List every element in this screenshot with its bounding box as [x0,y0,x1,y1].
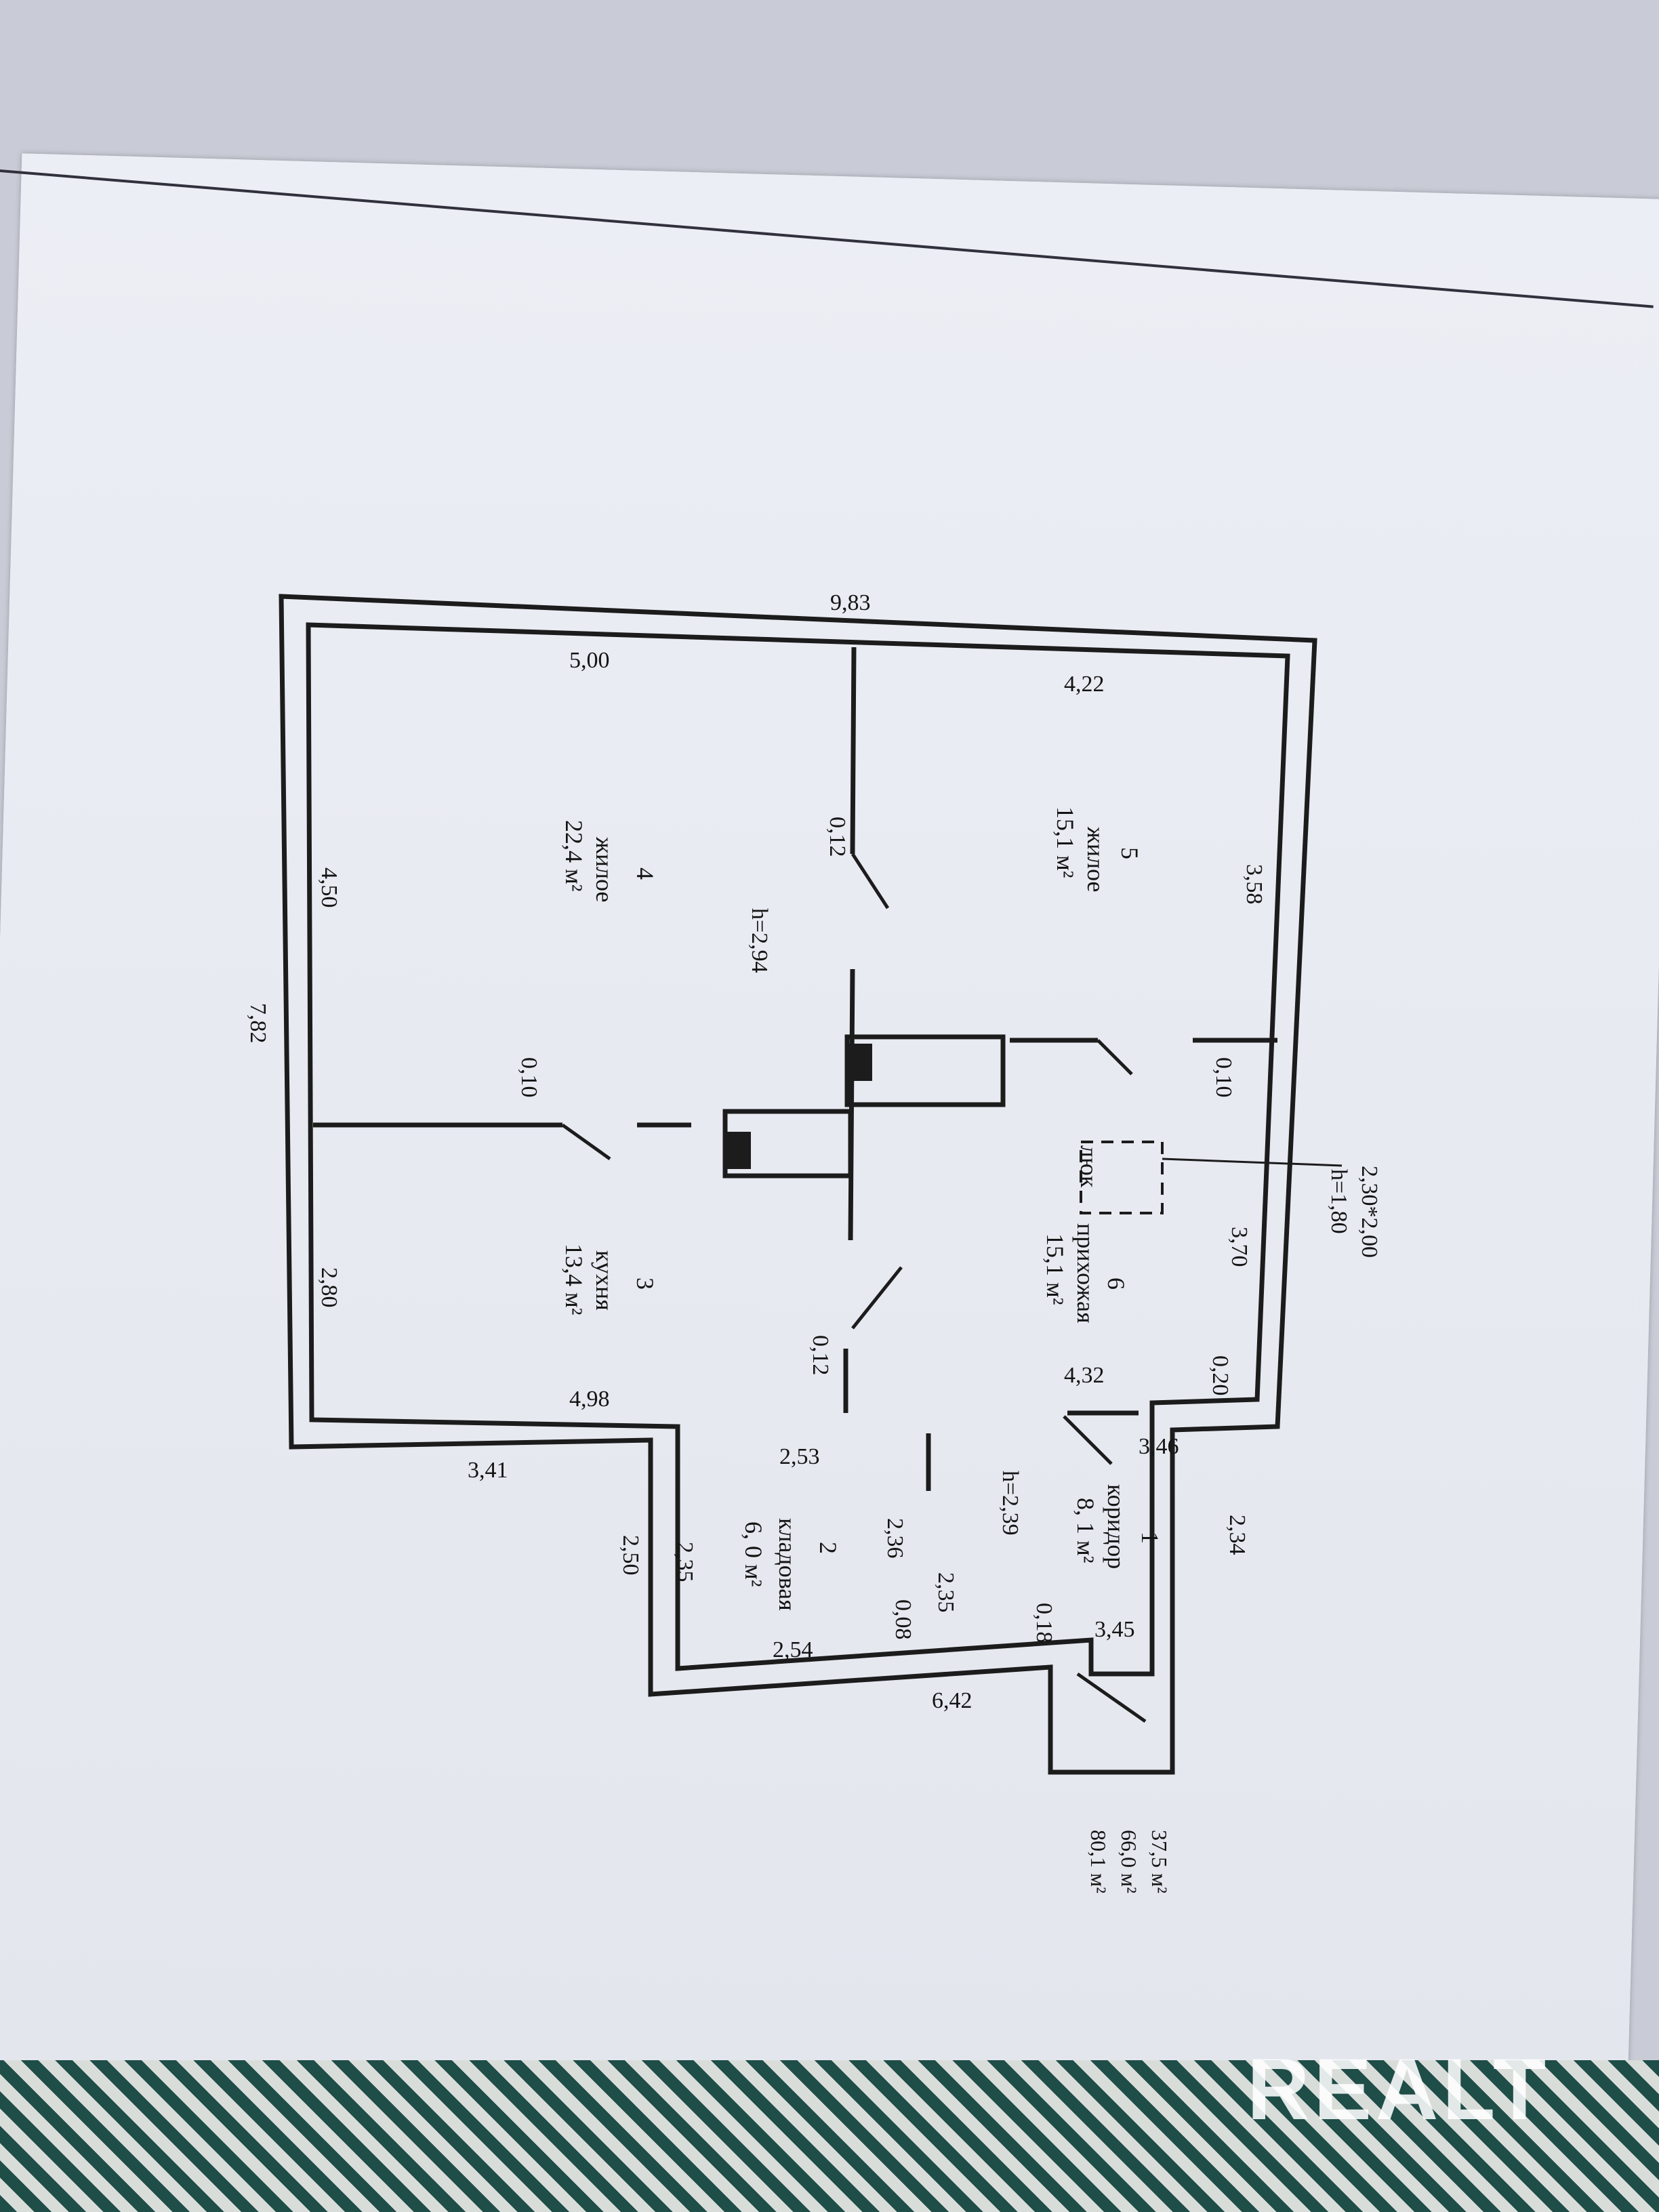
room-4-area: 22,4 м² [560,820,588,892]
room-1-number: 1 [1136,1532,1164,1544]
room-4-number: 4 [632,867,659,880]
stove-mark-lower [727,1132,751,1169]
room-3-area: 13,4 м² [560,1244,588,1315]
door-swing-entry [1076,1672,1147,1723]
dim-r2-left: 2,35 [672,1542,697,1582]
dim-r2-bottom: 2,54 [773,1637,813,1662]
room-6-area: 15,1 м² [1042,1233,1069,1305]
total-area-2: 66,0 м² [1117,1830,1141,1893]
room-6-name: прихожая [1072,1223,1099,1324]
room-1-area: 8, 1 м² [1072,1498,1099,1563]
stove-upper [844,1034,1006,1107]
carpet-background [0,2060,1659,2212]
room-4-name: жилое [591,836,618,903]
hatch-height: h=1,80 [1326,1169,1351,1234]
dim-main-height: h=2,94 [747,908,772,973]
room-2-label: 2 кладовая 6, 0 м² [740,1518,842,1611]
door-swing-corridor [1063,1415,1113,1465]
room-5-number: 5 [1116,847,1143,859]
door-swings [561,853,1147,1723]
hatch-size: 2,30*2,00 [1357,1166,1382,1258]
dim-r6-side: 3,70 [1227,1227,1252,1267]
door-swing-6-3 [851,1266,903,1330]
room-5-area: 15,1 м² [1052,806,1079,878]
dim-r2-right: 2,36 [882,1518,907,1559]
door-swing-5-6 [1097,1039,1133,1076]
walls [279,594,1343,1775]
dim-r1-height: h=2,39 [998,1471,1023,1536]
room-2-name: кладовая [774,1518,801,1611]
dim-r4-top: 5,00 [569,648,610,673]
dim-r4-wall: 0,12 [825,817,850,857]
total-area-1: 37,5 м² [1147,1830,1172,1893]
dim-r5-top: 4,22 [1064,672,1105,697]
dimension-labels: 9,83 5,00 4,22 0,12 3,58 4,50 7,82 h=2,9… [245,590,1267,1713]
dim-r3-side: 2,80 [316,1267,342,1308]
room-5-label: 5 жилое 15,1 м² [1052,806,1143,893]
dim-r2-wall: 0,08 [890,1599,916,1640]
area-totals: 37,5 м² 66,0 м² 80,1 м² [1086,1830,1172,1893]
dim-ext-left: 3,41 [468,1458,508,1483]
stove-lower [722,1109,853,1179]
door-swing-4-3 [561,1123,611,1161]
dim-r1-wall: 0,18 [1031,1603,1057,1643]
room-3-label: 3 кухня 13,4 м² [560,1244,659,1315]
dim-r6-bottom: 4,32 [1064,1363,1105,1388]
room-4-label: 4 жилое 22,4 м² [560,820,659,903]
total-area-3: 80,1 м² [1086,1830,1111,1893]
room-2-area: 6, 0 м² [740,1521,767,1587]
outer-wall-inner [306,622,1290,1677]
dim-r4-wall2: 0,10 [516,1057,541,1098]
room-6-number: 6 [1103,1277,1130,1290]
dim-r5-wall: 0,10 [1211,1057,1236,1098]
hatch-note: 2,30*2,00 h=1,80 [1326,1166,1382,1258]
room-5-name: жилое [1082,826,1109,893]
room-6-label: 6 люк прихожая 15,1 м² [1042,1145,1130,1324]
dim-r1-side: 2,34 [1225,1515,1250,1555]
dim-r1-bottom: 3,45 [1094,1617,1135,1642]
dim-overall-depth: 7,82 [245,1003,270,1044]
hatch-leader [1162,1158,1343,1167]
room-labels: 4 жилое 22,4 м² 5 жилое 15,1 м² 6 люк пр… [560,806,1164,1611]
hatch-outline [1080,1141,1164,1214]
dim-overall-width: 9,83 [830,590,871,615]
room-1-name: коридор [1103,1484,1130,1569]
room-3-number: 3 [632,1277,659,1290]
dim-r4-side: 4,50 [316,867,342,908]
room-1-label: 1 коридор 8, 1 м² [1072,1484,1164,1569]
dim-r2-left-outer: 2,50 [618,1535,643,1576]
room-3-name: кухня [591,1250,618,1311]
dim-r5-side: 3,58 [1242,864,1267,905]
dim-r6-wall: 0,20 [1208,1355,1233,1396]
dim-r2-top: 2,53 [779,1444,820,1469]
dim-ext-bottom: 6,42 [932,1688,972,1713]
door-swing-4-5 [851,853,890,909]
dim-r3-bottom: 4,98 [569,1387,610,1412]
hatch-label: люк [1076,1145,1103,1188]
dim-r2-right2: 2,35 [933,1572,958,1613]
stove-mark-upper [848,1044,872,1081]
dim-r3-wall: 0,12 [808,1335,833,1376]
stove-marks [727,1044,872,1169]
room-2-number: 2 [815,1542,842,1554]
watermark-logo: REALT [1247,2041,1551,2138]
dim-r1-top: 3,46 [1139,1434,1179,1459]
